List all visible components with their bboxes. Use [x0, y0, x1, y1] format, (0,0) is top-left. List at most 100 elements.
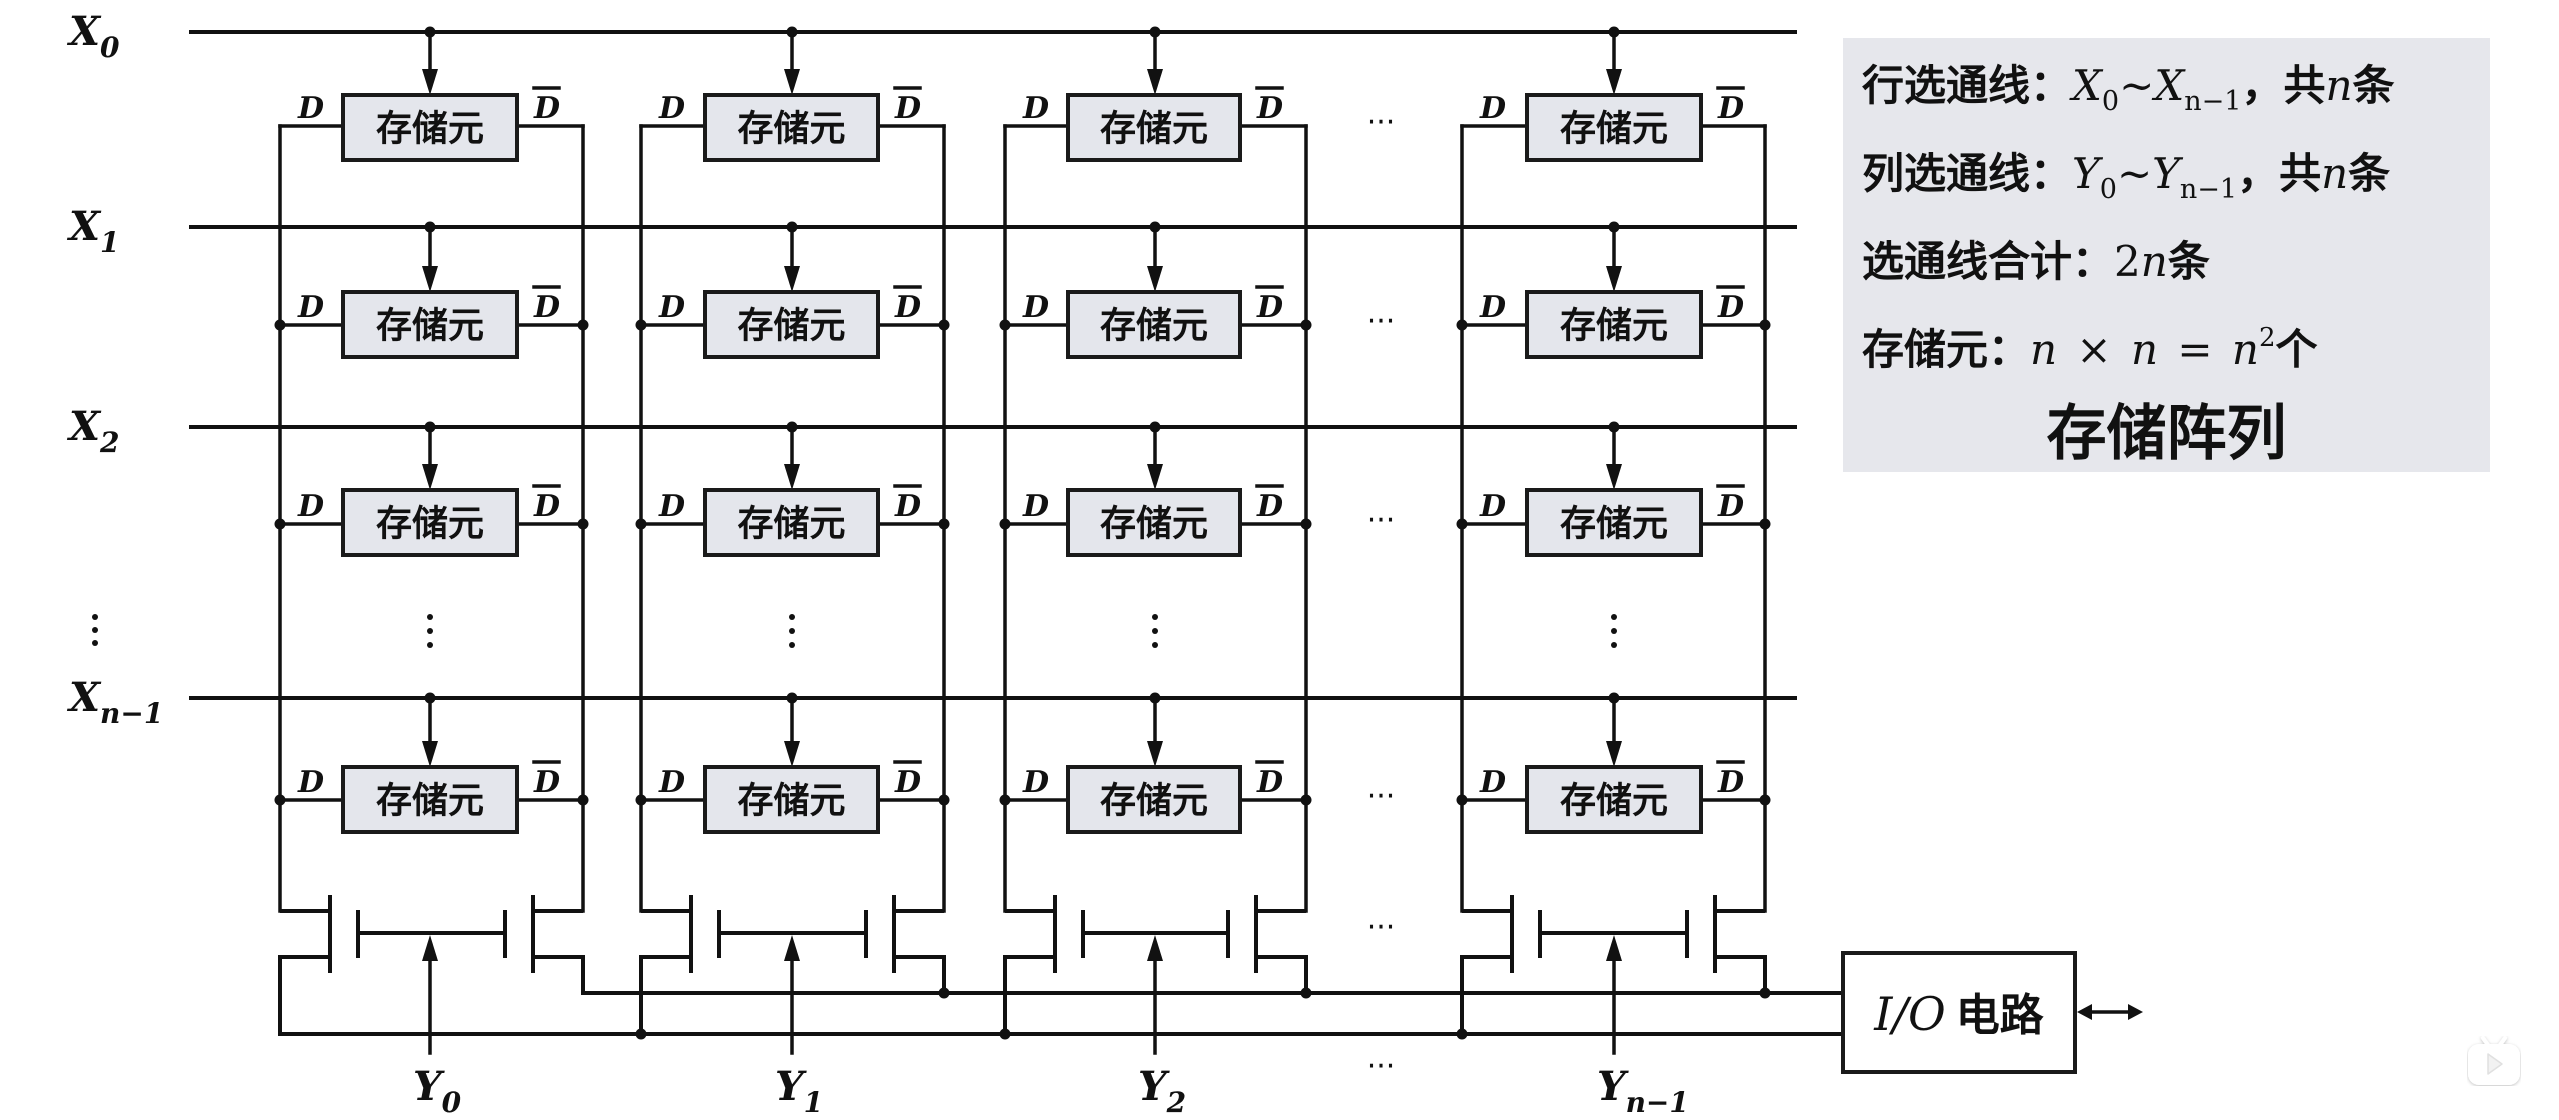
- storage-cell-box: [703, 765, 880, 834]
- row-label-sub: 0: [100, 31, 120, 64]
- storage-cell-box: [1066, 488, 1242, 557]
- col-from-sub: 0: [2099, 174, 2117, 205]
- row-select-arrow-arrowhead: [422, 464, 438, 490]
- col-select-line: 列选通线：Y0~Yn−1，共n条: [1862, 130, 2490, 218]
- storage-cell-box: [1525, 488, 1703, 557]
- column-label-y1: Y1: [775, 1063, 823, 1119]
- column-select-arrow-arrowhead: [784, 935, 800, 961]
- cells-sup: 2: [2258, 323, 2276, 353]
- pin-d-label: D: [658, 91, 685, 126]
- storage-cell-label: 存储元: [1560, 109, 1668, 150]
- row-tilde: ~: [2119, 61, 2155, 110]
- bit-line-dbar-dot: [1300, 319, 1312, 331]
- row-sep: ，: [2241, 61, 2284, 110]
- col-to-sub: n−1: [2179, 174, 2238, 205]
- pin-dbar-label: D: [894, 489, 921, 524]
- storage-cell-label: 存储元: [1100, 781, 1208, 822]
- bit-line-dbar-dot: [577, 518, 589, 530]
- pin-dbar-label: D: [533, 91, 560, 126]
- col-vertical-ellipsis-dot: [427, 628, 433, 634]
- bidirectional-arrow-icon: [2077, 1004, 2143, 1020]
- bit-line-d-dot: [1456, 794, 1468, 806]
- pin-d-label: D: [1022, 290, 1049, 325]
- right-transistor-source: [533, 955, 585, 993]
- column-label-var: Y: [1597, 1063, 1629, 1110]
- bit-line-dbar-dot: [577, 794, 589, 806]
- column-label-sub: 0: [442, 1086, 462, 1119]
- col-count-var: n: [2321, 149, 2349, 198]
- pin-dbar-label: D: [1256, 290, 1283, 325]
- row-ellipsis-dot: [92, 614, 98, 620]
- row-select-arrow-arrowhead: [422, 69, 438, 95]
- column-label-var: Y: [1138, 1063, 1170, 1110]
- row-select-arrow-arrowhead: [784, 266, 800, 292]
- bit-line-d-dot: [274, 794, 286, 806]
- row-from-sub: 0: [2101, 86, 2120, 117]
- pin-dbar-label: D: [1256, 489, 1283, 524]
- storage-cell-box: [703, 290, 880, 359]
- storage-cell-label: 存储元: [1560, 504, 1668, 545]
- storage-cells: 存储元 D D 存储元 D D 存储元 D D 存储元 D D 存储元 D D 存储元 D D 存储元 D D 存储元 D D…: [297, 86, 1745, 834]
- storage-cell-label: 存储元: [737, 306, 845, 347]
- storage-cell-label: 存储元: [737, 504, 845, 545]
- bit-line-dbar-dot: [1300, 794, 1312, 806]
- row-count-var: n: [2325, 61, 2353, 110]
- pin-d-label: D: [658, 290, 685, 325]
- cells-label: 存储元：: [1862, 325, 2031, 374]
- info-panel-title: 存储阵列: [2046, 399, 2287, 469]
- right-transistor-source: [1715, 955, 1767, 993]
- pin-dbar-label: D: [533, 290, 560, 325]
- row-cell-ellipsis: ···: [1367, 304, 1396, 339]
- storage-cell-box: [1525, 290, 1703, 359]
- storage-cell-box: [341, 765, 519, 834]
- storage-cell-box: [1066, 93, 1242, 162]
- storage-cell-box: [703, 488, 880, 557]
- row-label-x0: X0: [66, 8, 120, 64]
- column-label-var: Y: [775, 1063, 807, 1110]
- storage-cell-label: 存储元: [376, 109, 484, 150]
- col-vertical-ellipsis-dot: [1611, 642, 1617, 648]
- bit-line-d-dot: [1456, 319, 1468, 331]
- total-select-label: 选通线合计：: [1862, 237, 2115, 286]
- storage-cell-label: 存储元: [737, 781, 845, 822]
- storage-cell-label: 存储元: [1100, 109, 1208, 150]
- storage-cell-box: [1525, 765, 1703, 834]
- col-vertical-ellipsis-dot: [789, 628, 795, 634]
- row-cell-ellipsis: ···: [1367, 503, 1396, 538]
- row-select-arrow-arrowhead: [422, 266, 438, 292]
- col-count-post: 条: [2348, 149, 2391, 198]
- pin-dbar-label: D: [894, 91, 921, 126]
- pin-dbar-label: D: [894, 290, 921, 325]
- row-select-line: 行选通线：X0~Xn−1，共n条: [1862, 42, 2490, 130]
- col-vertical-ellipsis-dot: [427, 642, 433, 648]
- storage-cell-box: [341, 488, 519, 557]
- pin-dbar-label: D: [533, 489, 560, 524]
- row-select-arrow-arrowhead: [1147, 266, 1163, 292]
- pin-d-label: D: [297, 91, 324, 126]
- cells-post: 个: [2275, 325, 2318, 374]
- bit-line-dbar-dot: [938, 319, 950, 331]
- storage-cell: 存储元 D D: [297, 86, 561, 162]
- row-ellipsis-dot: [92, 627, 98, 633]
- pin-dbar-label: D: [1256, 91, 1283, 126]
- bit-line-d-dot: [635, 319, 647, 331]
- pin-d-label: D: [297, 489, 324, 524]
- column-label-sub: n−1: [1626, 1086, 1689, 1119]
- row-select-arrow-arrowhead: [784, 464, 800, 490]
- row-label-x3: Xn−1: [66, 674, 163, 730]
- col-from-var: Y: [2072, 149, 2100, 198]
- row-select-arrow-arrowhead: [1606, 464, 1622, 490]
- row-select-arrow-arrowhead: [784, 741, 800, 767]
- row-label-x2: X2: [66, 403, 120, 459]
- pin-d-label: D: [1479, 91, 1506, 126]
- storage-cell-label: 存储元: [376, 504, 484, 545]
- pin-dbar-label: D: [894, 765, 921, 800]
- total-post: 条: [2167, 237, 2210, 286]
